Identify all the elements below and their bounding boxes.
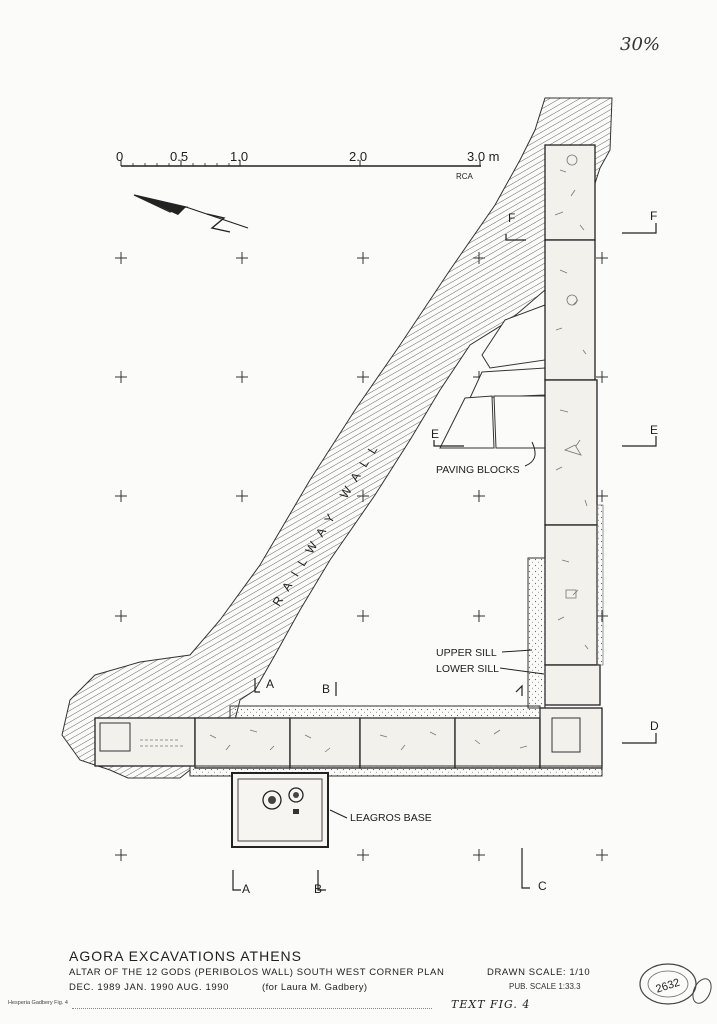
south-wall-texture <box>140 729 528 753</box>
title: AGORA EXCAVATIONS ATHENS <box>69 948 303 964</box>
scale-tick-1: 1.0 <box>230 149 248 164</box>
section-f-left: F <box>508 211 515 225</box>
lower-sill-label: LOWER SILL <box>436 663 499 675</box>
section-b-bottom: B <box>314 882 322 896</box>
upper-sill-leader <box>501 649 533 653</box>
scale-tick-0-5: 0.5 <box>170 149 188 164</box>
scale-tick-0: 0 <box>116 149 123 164</box>
pencil-notes-line <box>72 998 432 1009</box>
lower-sill-leader <box>499 667 545 675</box>
east-wall <box>527 144 604 709</box>
section-e-right: E <box>650 423 658 437</box>
south-wall <box>94 705 603 777</box>
for-note: (for Laura M. Gadbery) <box>262 982 368 993</box>
drawn-scale: DRAWN SCALE: 1/10 <box>487 967 591 978</box>
section-b-top: B <box>322 682 330 696</box>
section-d: D <box>650 719 659 733</box>
section-a-bottom: A <box>242 882 250 896</box>
drawing-dates: DEC. 1989 JAN. 1990 AUG. 1990 <box>69 982 229 993</box>
east-wall-texture <box>554 154 589 650</box>
stamp-number: 2632 <box>654 977 681 996</box>
leagros-base-label: LEAGROS BASE <box>350 812 432 824</box>
paving-blocks <box>439 304 546 449</box>
scale-tick-3: 3.0 m <box>467 149 500 164</box>
scale-bar: 0 0.5 1.0 2.0 3.0 m RCA <box>116 149 500 181</box>
section-c: C <box>538 879 547 893</box>
leagros-base <box>231 772 329 848</box>
section-markers <box>232 223 657 891</box>
corner-note: 30% <box>620 34 660 55</box>
subtitle: ALTAR OF THE 12 GODS (PERIBOLOS WALL) SO… <box>69 967 445 978</box>
section-f-right: F <box>650 209 657 223</box>
leagros-leader <box>329 809 348 819</box>
pub-scale: PUB. SCALE 1:33.3 <box>509 982 581 991</box>
hesperia-note: Hesperia Gadbery Fig. 4 <box>8 1000 68 1006</box>
section-e-left: E <box>431 427 439 441</box>
archive-stamp: 2632 <box>639 963 712 1005</box>
paving-leader <box>524 441 536 467</box>
drafter-initials: RCA <box>456 172 474 181</box>
section-a-top: A <box>266 677 274 691</box>
north-arrow-icon <box>133 194 249 233</box>
paving-blocks-label: PAVING BLOCKS <box>436 464 520 476</box>
text-fig: TEXT FIG. 4 <box>451 998 531 1011</box>
upper-sill-label: UPPER SILL <box>436 647 497 659</box>
scale-tick-2: 2.0 <box>349 149 367 164</box>
